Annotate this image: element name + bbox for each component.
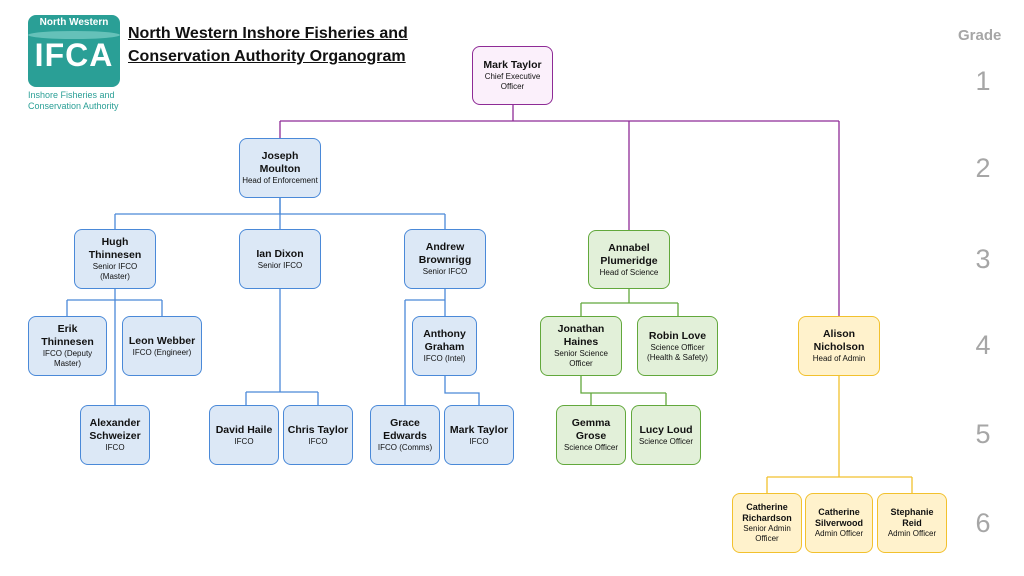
node-david-haile[interactable]: David Haile IFCO (209, 405, 279, 465)
node-name: Andrew Brownrigg (418, 241, 472, 266)
node-lucy-loud[interactable]: Lucy Loud Science Officer (631, 405, 701, 465)
node-role: Science Officer (563, 443, 619, 452)
node-erik-thinnesen[interactable]: Erik Thinnesen IFCO (Deputy Master) (28, 316, 107, 376)
connector-science5-bus (580, 376, 666, 394)
logo-main-text: IFCA (34, 37, 114, 73)
node-role: Head of Enforcement (242, 176, 318, 185)
node-role: IFCO (Deputy Master) (42, 349, 93, 368)
logo-subtitle-2: Conservation Authority (28, 101, 119, 111)
node-role: IFCO (308, 436, 328, 446)
node-jonathan-haines[interactable]: Jonathan Haines Senior Science Officer (540, 316, 622, 376)
node-catherine-richardson[interactable]: Catherine Richardson Senior Admin Office… (732, 493, 802, 553)
node-role: IFCO (Intel) (423, 354, 466, 363)
node-annabel-plumeridge[interactable]: Annabel Plumeridge Head of Science (588, 230, 670, 289)
node-name: Chris Taylor (287, 423, 349, 436)
node-role: IFCO (105, 443, 125, 452)
node-ian-dixon[interactable]: Ian Dixon Senior IFCO (239, 229, 321, 289)
node-name: Catherine Richardson (742, 502, 792, 523)
node-name: Alexander Schweizer (89, 417, 141, 442)
node-mark-taylor-ifco[interactable]: Mark Taylor IFCO (444, 405, 514, 465)
node-name: Catherine Silverwood (814, 507, 863, 528)
node-alison-nicholson[interactable]: Alison Nicholson Head of Admin (798, 316, 880, 376)
node-andrew-brownrigg[interactable]: Andrew Brownrigg Senior IFCO (404, 229, 486, 289)
node-alexander-schweizer[interactable]: Alexander Schweizer IFCO (80, 405, 150, 465)
grade-2: 2 (975, 153, 991, 183)
node-gemma-grose[interactable]: Gemma Grose Science Officer (556, 405, 626, 465)
node-role: Head of Admin (812, 354, 866, 363)
grade-4: 4 (975, 330, 991, 360)
page-title: North Western Inshore Fisheries and Cons… (128, 22, 448, 68)
node-role: Admin Officer (887, 529, 937, 538)
node-anthony-graham[interactable]: Anthony Graham IFCO (Intel) (412, 316, 477, 376)
logo-wave-icon (28, 31, 120, 39)
node-name: Gemma Grose (571, 417, 611, 442)
node-role: IFCO (469, 436, 489, 446)
node-chris-taylor[interactable]: Chris Taylor IFCO (283, 405, 353, 465)
node-name: Annabel Plumeridge (600, 241, 658, 267)
logo-badge: North Western IFCA (28, 15, 120, 87)
node-hugh-thinnesen[interactable]: Hugh Thinnesen Senior IFCO (Master) (74, 229, 156, 289)
node-catherine-silverwood[interactable]: Catherine Silverwood Admin Officer (805, 493, 873, 553)
node-name: Leon Webber (128, 334, 196, 347)
node-role: IFCO (Comms) (377, 443, 433, 452)
grade-3: 3 (975, 244, 991, 274)
node-role: Senior IFCO (257, 260, 303, 270)
node-name: Mark Taylor (483, 59, 542, 71)
node-role: Science Officer (638, 436, 694, 446)
node-role: Senior Science Officer (554, 349, 608, 368)
title-line-2: Conservation Authority Organogram (128, 48, 406, 65)
node-role: Head of Science (599, 267, 659, 277)
node-name: Jonathan Haines (557, 323, 605, 348)
node-role: Senior IFCO (422, 267, 468, 276)
node-name: Erik Thinnesen (41, 323, 94, 348)
node-name: Mark Taylor (449, 423, 509, 436)
grade-heading: Grade (958, 27, 1002, 44)
ifca-logo: North Western IFCA Inshore Fisheries and… (28, 15, 120, 113)
node-name: Grace Edwards (383, 417, 427, 442)
node-role: Science Officer (Health & Safety) (647, 342, 708, 362)
logo-top-text: North Western (39, 17, 109, 28)
grade-5: 5 (975, 419, 991, 449)
node-name: Hugh Thinnesen (88, 236, 142, 261)
title-line-1: North Western Inshore Fisheries and (128, 25, 408, 42)
node-robin-love[interactable]: Robin Love Science Officer (Health & Saf… (637, 316, 718, 376)
node-role: Admin Officer (814, 529, 864, 538)
node-name: David Haile (215, 423, 273, 436)
node-role: IFCO (234, 436, 254, 446)
node-name: Stephanie Reid (890, 507, 934, 528)
node-name: Robin Love (648, 329, 707, 342)
node-role: Senior Admin Officer (743, 524, 791, 543)
node-role: Senior IFCO (Master) (92, 262, 138, 281)
node-role: Chief Executive Officer (484, 72, 541, 91)
grade-1: 1 (975, 66, 991, 96)
grade-6: 6 (975, 508, 991, 538)
node-role: IFCO (Engineer) (132, 347, 192, 357)
node-leon-webber[interactable]: Leon Webber IFCO (Engineer) (122, 316, 202, 376)
node-name: Joseph Moulton (259, 150, 301, 175)
node-name: Lucy Loud (639, 423, 693, 436)
logo-subtitle-1: Inshore Fisheries and (28, 90, 115, 100)
node-grace-edwards[interactable]: Grace Edwards IFCO (Comms) (370, 405, 440, 465)
node-stephanie-reid[interactable]: Stephanie Reid Admin Officer (877, 493, 947, 553)
node-mark-taylor-ceo[interactable]: Mark Taylor Chief Executive Officer (472, 46, 553, 105)
node-joseph-moulton[interactable]: Joseph Moulton Head of Enforcement (239, 138, 321, 198)
node-name: Anthony Graham (423, 328, 466, 353)
node-name: Alison Nicholson (813, 328, 865, 353)
connector-mark2 (444, 376, 480, 405)
node-name: Ian Dixon (256, 247, 304, 260)
